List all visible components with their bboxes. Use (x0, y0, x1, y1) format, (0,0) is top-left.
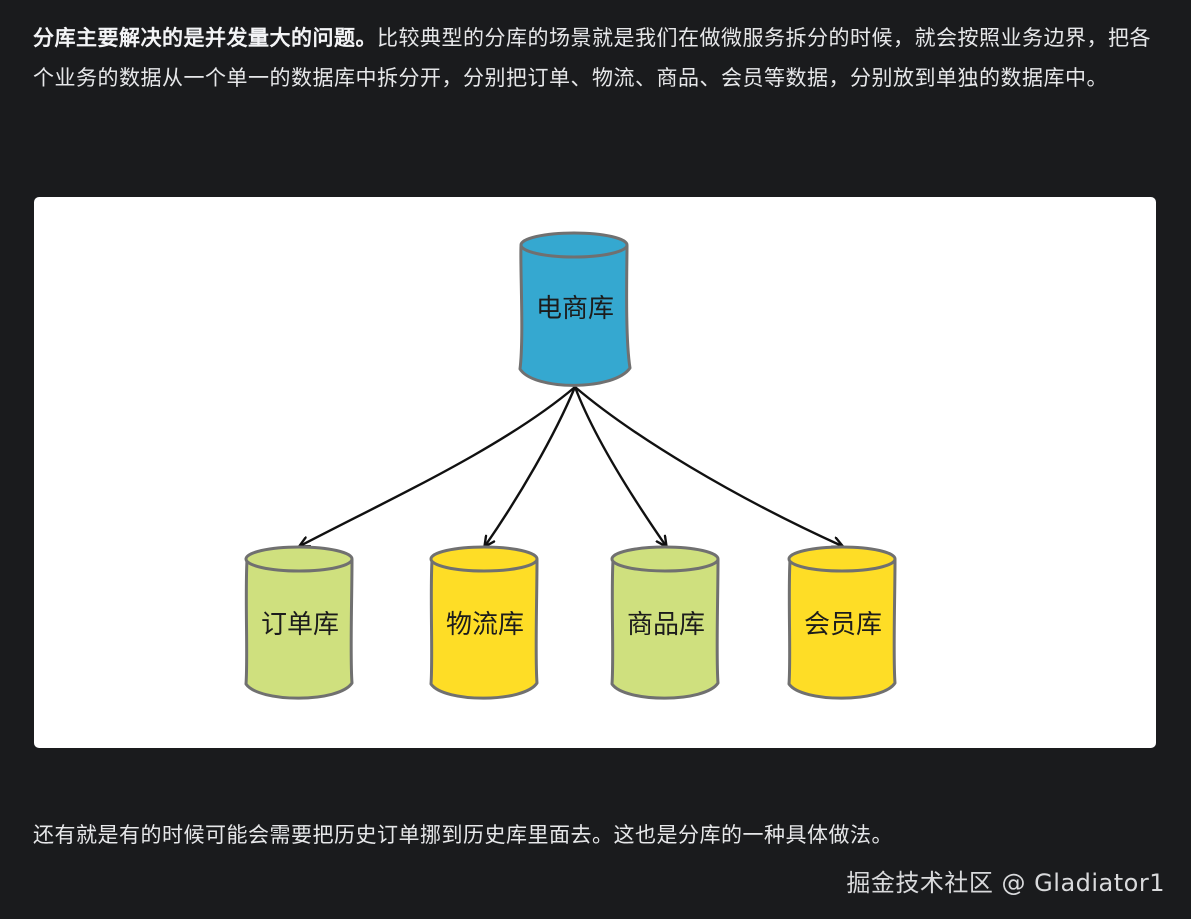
member-database-label: 会员库 (804, 610, 882, 640)
connector-to-logistics-db (485, 386, 577, 546)
connector-to-product-db (573, 386, 666, 546)
logistics-database-label: 物流库 (446, 610, 524, 640)
order-database-cylinder: 订单库 (244, 545, 354, 700)
root-database-label: 电商库 (536, 294, 614, 324)
intro-paragraph: 分库主要解决的是并发量大的问题。比较典型的分库的场景就是我们在做微服务拆分的时候… (33, 18, 1163, 98)
product-database-label: 商品库 (627, 610, 705, 640)
member-database-cylinder: 会员库 (787, 545, 897, 700)
intro-lead-text: 分库主要解决的是并发量大的问题。 (33, 26, 377, 50)
history-paragraph: 还有就是有的时候可能会需要把历史订单挪到历史库里面去。这也是分库的一种具体做法。 (33, 823, 893, 847)
sharding-diagram: 电商库 订单库 物流库 商品库 会员库 (34, 197, 1156, 748)
intro-body-text: 比较典型的分库的场景就是我们在做微服务拆分的时候，就会按照业务边界，把各个业务的… (33, 26, 1151, 90)
product-database-cylinder: 商品库 (610, 545, 720, 700)
order-database-label: 订单库 (261, 610, 339, 640)
connector-to-order-db (300, 386, 576, 546)
root-database-cylinder: 电商库 (518, 231, 632, 387)
logistics-database-cylinder: 物流库 (429, 545, 539, 700)
connector-to-member-db (574, 386, 842, 546)
diagram-canvas: 电商库 订单库 物流库 商品库 会员库 (244, 231, 897, 700)
site-watermark: 掘金技术社区 @ Gladiator1 (846, 869, 1165, 897)
